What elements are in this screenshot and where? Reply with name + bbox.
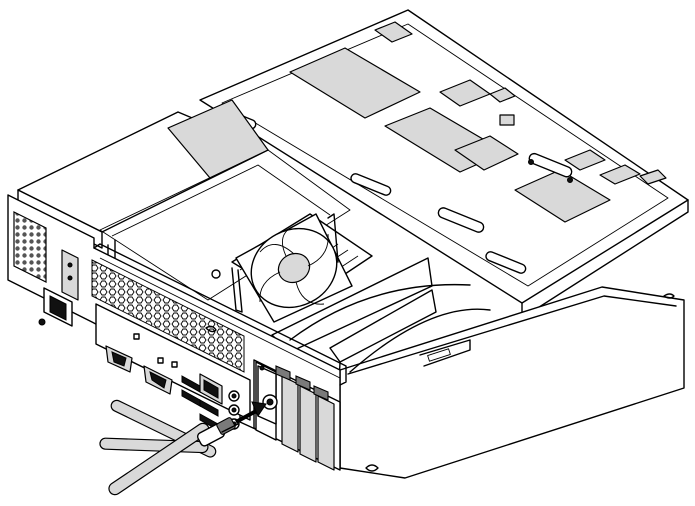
case-vent-band — [91, 259, 245, 373]
network-port-icon — [199, 373, 223, 405]
fan-icon — [235, 213, 353, 323]
arrow-icon — [235, 401, 267, 424]
psu-vent-grille — [13, 211, 47, 283]
drive-bay-cage — [199, 9, 689, 319]
port-label-marks — [133, 333, 178, 368]
antenna-icon — [99, 399, 239, 496]
power-socket-icon — [38, 249, 79, 327]
vga-port-icon — [143, 365, 173, 395]
vga-port-icon — [105, 345, 133, 373]
system-interior — [99, 149, 373, 323]
antenna-connector — [262, 394, 278, 410]
bay-cutouts — [289, 21, 667, 223]
